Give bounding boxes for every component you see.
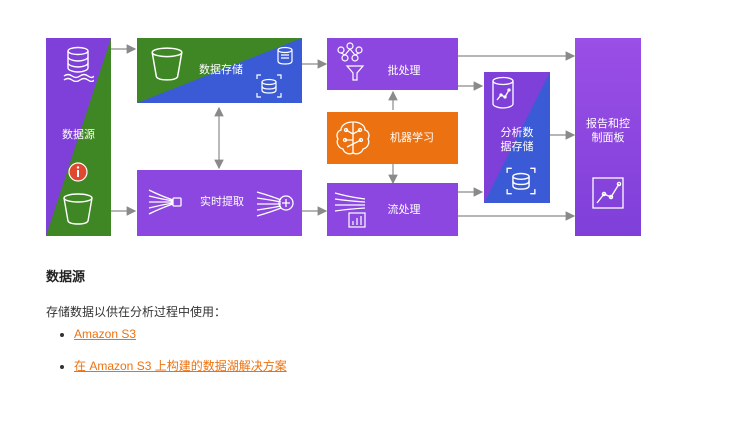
data-source-box: 数据源 (46, 38, 111, 236)
resource-link-list: Amazon S3 在 Amazon S3 上构建的数据湖解决方案 (56, 326, 287, 390)
neural-net-icon (335, 42, 365, 82)
chart-icon (591, 176, 625, 210)
machine-learning-label: 机器学习 (390, 132, 434, 144)
amazon-s3-link[interactable]: Amazon S3 (74, 327, 137, 341)
section-description: 存储数据以供在分析过程中使用： (46, 305, 227, 319)
batch-processing-label: 批处理 (387, 65, 421, 77)
machine-learning-box: 机器学习 (327, 112, 458, 164)
list-item: Amazon S3 (74, 326, 287, 342)
bucket-icon (149, 46, 185, 82)
database-scan-icon (255, 73, 283, 99)
chart-database-icon (490, 76, 516, 110)
architecture-diagram: 数据源 数据存储 (46, 38, 641, 236)
database-icon (62, 46, 94, 82)
analytics-store-box: 分析数 据存储 (484, 72, 550, 203)
reports-dashboard-box: 报告和控 制面板 (575, 38, 641, 236)
batch-processing-box: 批处理 (327, 38, 458, 90)
realtime-ingest-box: 实时提取 (137, 170, 302, 236)
stream-analytics-icon (333, 189, 369, 229)
stream-processing-box: 流处理 (327, 183, 458, 236)
database-scan-icon (504, 166, 538, 196)
info-icon (68, 162, 88, 182)
data-storage-box: 数据存储 (137, 38, 302, 103)
data-storage-label: 数据存储 (199, 64, 243, 76)
section-title: 数据源 (46, 269, 86, 284)
data-source-label: 数据源 (62, 129, 95, 141)
reports-label-line2: 制面板 (591, 132, 625, 144)
stream-processing-label: 流处理 (387, 204, 421, 216)
firehose-icon (255, 186, 295, 220)
realtime-ingest-label: 实时提取 (200, 196, 244, 208)
analytics-store-label-line2: 据存储 (500, 141, 534, 153)
analytics-store-label-line1: 分析数 (500, 127, 534, 139)
data-lake-solution-link[interactable]: 在 Amazon S3 上构建的数据湖解决方案 (74, 359, 287, 373)
arrows-layer (111, 44, 576, 221)
document-db-icon (275, 46, 295, 66)
reports-label-line1: 报告和控 (586, 118, 630, 130)
brain-icon (333, 118, 373, 158)
bucket-icon (61, 192, 95, 226)
kinesis-icon (147, 186, 183, 218)
list-item: 在 Amazon S3 上构建的数据湖解决方案 (74, 358, 287, 374)
